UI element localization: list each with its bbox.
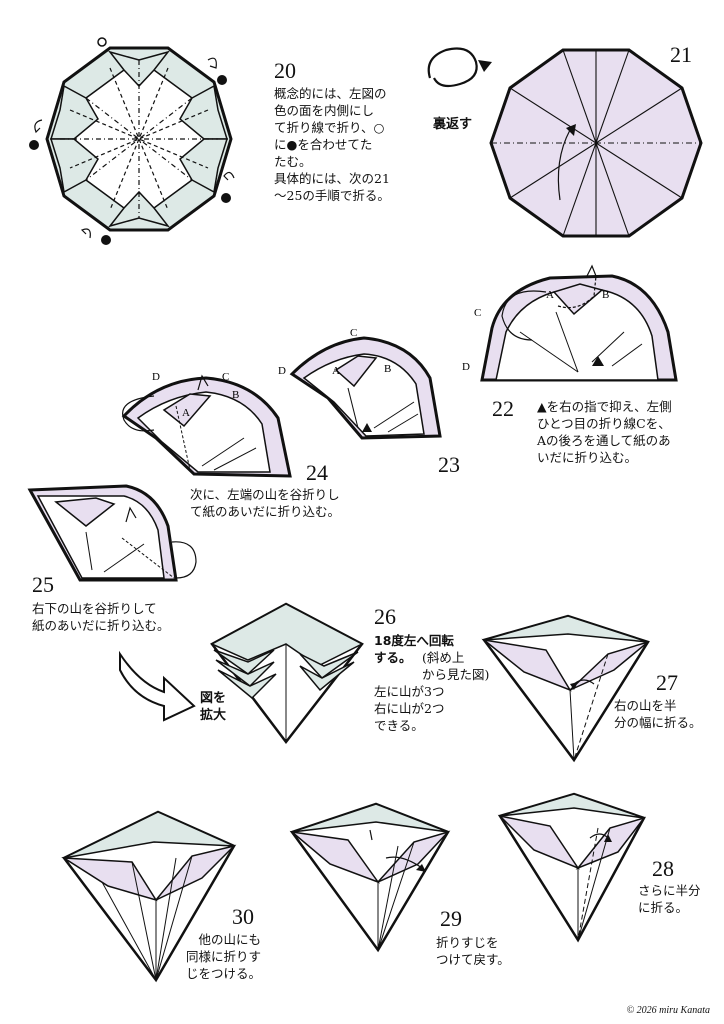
turn-over-label: 裏返す xyxy=(433,117,473,132)
filled-circle-marker xyxy=(29,140,39,150)
label-b: B xyxy=(384,363,391,375)
step-21-diagram xyxy=(489,48,703,238)
label-b: B xyxy=(602,289,609,301)
step-27-number: 27 xyxy=(656,670,678,695)
step-26-text: 左に山が3つ 右に山が2つ できる。 xyxy=(374,684,445,733)
step-28-diagram xyxy=(497,792,646,943)
step-22-number: 22 xyxy=(492,396,514,421)
step-20-diagram xyxy=(29,37,235,245)
step-23-diagram: C D A B xyxy=(278,327,442,440)
step-30-number: 30 xyxy=(232,904,254,929)
label-c: C xyxy=(222,371,229,383)
step-29-number: 29 xyxy=(440,906,462,931)
step-26-rotate: 18度左へ回転 する。 xyxy=(374,633,454,665)
step-28-text: さらに半分 に折る。 xyxy=(638,883,701,915)
triangle-marker xyxy=(362,423,372,432)
copyright-notice: © 2026 miru Kanata xyxy=(626,1005,710,1016)
triangle-marker xyxy=(592,356,604,366)
step-30-text: 他の山にも 同様に折りす じをつける。 xyxy=(186,932,262,981)
step-25-diagram xyxy=(27,484,197,582)
step-28-number: 28 xyxy=(652,856,674,881)
step-22-diagram: A B C D xyxy=(462,264,678,382)
enlarge-arrow-icon xyxy=(119,650,196,722)
filled-circle-marker xyxy=(217,75,227,85)
step-26-note: (斜め上 から見た図) xyxy=(422,650,490,682)
label-a: A xyxy=(182,407,190,419)
label-c: C xyxy=(474,307,481,319)
step-22-text: ▲を右の指で抑え、左側 ひとつ目の折り線Cを、 Aの後ろを通して紙のあ いだに折… xyxy=(537,399,672,465)
step-24-text: 次に、左端の山を谷折りし て紙のあいだに折り込む。 xyxy=(190,487,341,519)
label-b: B xyxy=(232,389,239,401)
step-23-number: 23 xyxy=(438,452,460,477)
step-24-diagram: D C B A xyxy=(121,371,292,478)
step-20-text: 概念的には、左図の 色の面を内側にし て折り線で折り、○ に●を合わせてた たむ… xyxy=(274,86,390,203)
step-29-text: 折りすじを つけて戻す。 xyxy=(436,935,510,967)
step-30-diagram xyxy=(61,810,237,983)
step-25-text: 右下の山を谷折りして 紙のあいだに折り込む。 xyxy=(32,601,170,633)
step-29-diagram xyxy=(289,802,451,953)
label-a: A xyxy=(546,289,554,301)
step-24-number: 24 xyxy=(306,460,328,485)
step-27-text: 右の山を半 分の幅に折る。 xyxy=(614,698,702,730)
open-circle-marker xyxy=(97,37,107,47)
filled-circle-marker xyxy=(221,193,231,203)
label-d: D xyxy=(152,371,160,383)
step-27-diagram xyxy=(481,614,650,763)
label-a: A xyxy=(332,365,340,377)
filled-circle-marker xyxy=(101,235,111,245)
turn-over-arrow-icon xyxy=(427,47,492,88)
step-26-number: 26 xyxy=(374,604,396,629)
label-d: D xyxy=(462,361,470,373)
label-c: C xyxy=(350,327,357,339)
label-d: D xyxy=(278,365,286,377)
step-21-number: 21 xyxy=(670,42,692,67)
step-20-number: 20 xyxy=(274,58,296,83)
enlarge-label: 図を 拡大 xyxy=(200,691,227,723)
step-25-number: 25 xyxy=(32,572,54,597)
step-26-diagram xyxy=(210,602,364,745)
